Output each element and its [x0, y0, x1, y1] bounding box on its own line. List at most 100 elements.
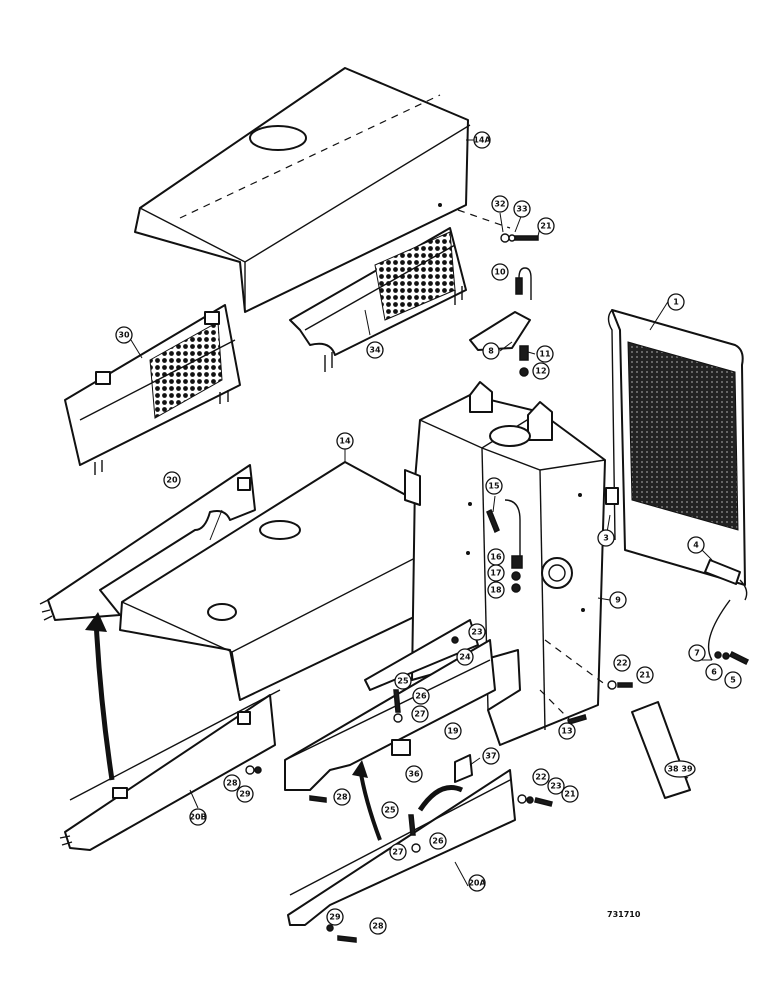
callout-c5: 5 — [724, 671, 742, 689]
callout-label: 28 — [336, 793, 348, 802]
callout-label: 10 — [494, 268, 506, 277]
callout-label: 23 — [550, 782, 561, 791]
callout-label: 25 — [397, 677, 409, 686]
callout-label: 8 — [488, 347, 494, 356]
callout-circle — [223, 774, 241, 792]
callout-circle — [609, 591, 627, 609]
callout-label: 20B — [189, 813, 206, 822]
callout-circle — [163, 471, 181, 489]
callout-c15: 15 — [485, 477, 503, 495]
callout-label: 9 — [615, 596, 621, 605]
right-grille-panel-34 — [289, 209, 511, 372]
callout-label: 37 — [485, 752, 496, 761]
side-panel-20b — [59, 689, 281, 851]
callout-label: 28 — [226, 779, 238, 788]
callout-c37: 37 — [482, 747, 500, 765]
callout-circle — [115, 326, 133, 344]
callout-c11: 11 — [536, 345, 554, 363]
upper-hood-14a — [134, 67, 471, 313]
callout-circle — [336, 432, 354, 450]
side-panel-19 — [284, 639, 496, 791]
callout-label: 1 — [673, 298, 679, 307]
callout-c23b: 23 — [547, 777, 565, 795]
callout-circle — [333, 788, 351, 806]
hood-latch-bracket-8 — [469, 267, 532, 377]
callout-label: 20 — [166, 476, 178, 485]
callout-label: 18 — [490, 586, 502, 595]
main-hood-14 — [119, 461, 461, 701]
callout-circle — [547, 777, 565, 795]
callout-label: 38 39 — [667, 765, 692, 774]
callout-label: 26 — [432, 837, 444, 846]
callout-c10: 10 — [491, 263, 509, 281]
callout-circle — [456, 648, 474, 666]
callout-label: 23 — [471, 628, 482, 637]
callout-c8: 8 — [482, 342, 500, 360]
callout-label: 15 — [488, 482, 500, 491]
callout-c18: 18 — [487, 581, 505, 599]
callout-c27b: 27 — [389, 843, 407, 861]
side-panel-20 — [39, 464, 256, 621]
callout-circle — [482, 747, 500, 765]
side-panel-20a — [287, 754, 516, 926]
seal-strip-38 — [631, 701, 691, 799]
radiator-assembly-1 — [605, 309, 748, 601]
callout-c28c: 28 — [369, 917, 387, 935]
callout-c32: 32 — [491, 195, 509, 213]
callout-circle — [667, 293, 685, 311]
callout-c23a: 23 — [468, 623, 486, 641]
callout-circle — [724, 671, 742, 689]
callout-circle — [429, 832, 447, 850]
callout-c6: 6 — [705, 663, 723, 681]
callout-c9: 9 — [609, 591, 627, 609]
callout-circle — [412, 687, 430, 705]
callout-circle — [482, 342, 500, 360]
callout-circle — [636, 666, 654, 684]
callout-label: 13 — [561, 727, 572, 736]
callout-c27a: 27 — [411, 705, 429, 723]
callout-label: 19 — [447, 727, 459, 736]
callout-label: 5 — [730, 676, 736, 685]
callout-circle — [561, 785, 579, 803]
callout-circle — [411, 705, 429, 723]
callout-label: 7 — [694, 649, 700, 658]
callout-c14: 14 — [336, 432, 354, 450]
callout-c33: 33 — [513, 200, 531, 218]
callout-label: 27 — [392, 848, 403, 857]
callout-circle — [491, 263, 509, 281]
figure-number: 731710 — [607, 910, 641, 919]
callout-circle — [389, 843, 407, 861]
left-grille-panel-30 — [64, 304, 241, 475]
callout-c30: 30 — [115, 326, 133, 344]
callout-c22b: 22 — [532, 768, 550, 786]
callout-c16: 16 — [487, 548, 505, 566]
callout-circle — [513, 200, 531, 218]
callout-c12: 12 — [532, 362, 550, 380]
callout-c17: 17 — [487, 564, 505, 582]
callout-label: 17 — [490, 569, 501, 578]
callout-c20b: 20B — [189, 808, 207, 826]
callout-circle — [687, 536, 705, 554]
callout-label: 29 — [239, 790, 251, 799]
callout-label: 21 — [639, 671, 651, 680]
callout-label: 26 — [415, 692, 427, 701]
callout-c21a: 21 — [537, 217, 555, 235]
callout-c28a: 28 — [223, 774, 241, 792]
callout-c4: 4 — [687, 536, 705, 554]
callout-label: 6 — [711, 668, 717, 677]
callout-label: 16 — [490, 553, 502, 562]
callout-c25b: 25 — [381, 801, 399, 819]
callout-c7: 7 — [688, 644, 706, 662]
callout-c21c: 21 — [561, 785, 579, 803]
callout-circle — [705, 663, 723, 681]
callout-circle — [664, 760, 696, 778]
callout-c29a: 29 — [236, 785, 254, 803]
callout-c21b: 21 — [636, 666, 654, 684]
callout-circle — [369, 917, 387, 935]
callout-c22a: 22 — [613, 654, 631, 672]
callout-circle — [468, 874, 486, 892]
callout-label: 25 — [384, 806, 396, 815]
callout-circle — [394, 672, 412, 690]
